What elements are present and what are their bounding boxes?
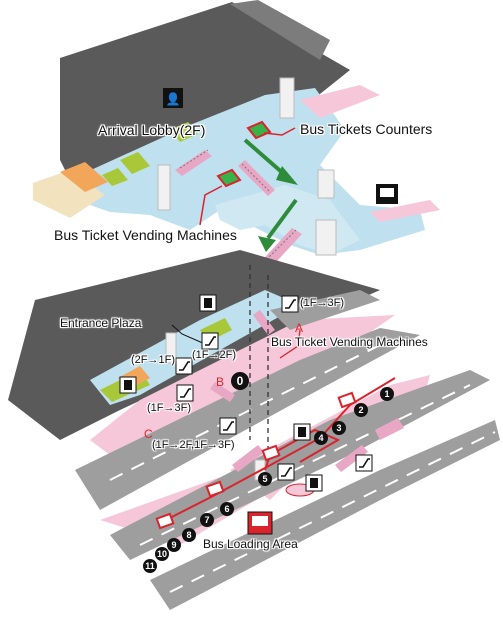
stop-6: 6 [220, 502, 234, 516]
stop-7: 7 [200, 513, 214, 527]
info-icon-glyph: 👤 [166, 92, 181, 106]
upper-escalator-right [238, 160, 275, 196]
upper-escalator-left [175, 149, 212, 176]
pillar-4 [317, 169, 335, 199]
entrance-plaza-label: Entrance Plaza [60, 316, 142, 330]
upper-counter-green [246, 120, 272, 140]
elevator-icon-4 [305, 474, 323, 492]
green-arrow-2-head [258, 236, 276, 252]
note-1f-3f-left: (1F→3F) [147, 402, 191, 414]
shop-beige [33, 170, 105, 218]
green-arrow-1-head [276, 166, 298, 185]
zone-c-label: C [144, 427, 153, 441]
lower-escalator-3 [232, 445, 264, 472]
arrival-lobby-label: Arrival Lobby(2F) [98, 122, 206, 138]
upper-pink-walkway [300, 85, 380, 118]
callout-vending-upper [199, 185, 223, 226]
note-1f-2f: (1F→2F) [192, 349, 236, 361]
elevator-icon-2 [119, 376, 137, 394]
lane-markings [109, 344, 496, 593]
bus-ticket-vending-lower-label: Bus Ticket Vending Machines [271, 335, 428, 349]
green-arrow-1 [243, 138, 287, 177]
lower-escalator-2 [253, 310, 275, 335]
green-tile-3 [102, 168, 128, 186]
road-1 [270, 290, 380, 330]
lower-pillar-1 [165, 332, 177, 364]
vending-box-1 [155, 512, 175, 530]
pillar-1 [279, 77, 295, 119]
note-1f-2f-1f-3f: (1F→2F,1F→3F) [152, 439, 235, 451]
green-arrow-2 [266, 198, 298, 240]
lower-escalator-1 [210, 382, 235, 402]
callout-counters [263, 127, 296, 136]
bus-ticket-vending-upper-label: Bus Ticket Vending Machines [54, 227, 237, 243]
lower-escalator-5 [375, 418, 404, 440]
green-tile-1 [120, 152, 150, 174]
stop-1: 1 [380, 387, 394, 401]
stop-4: 4 [314, 431, 328, 445]
upper-vending-green [216, 168, 242, 188]
road-2 [75, 328, 420, 510]
bus-icon-glyph-upper [380, 188, 394, 197]
zone-a-label: A [295, 321, 304, 335]
vending-box-4 [261, 444, 281, 462]
bus-tickets-counters-label: Bus Tickets Counters [300, 121, 433, 137]
lower-escalator-4 [335, 445, 368, 472]
stop-2: 2 [354, 403, 368, 417]
info-icon-box [163, 88, 183, 108]
vending-box-2 [205, 480, 225, 498]
escalator-pict-glyphs [179, 299, 370, 477]
note-2f-1f: (2F→1F) [131, 354, 175, 366]
stop-11: 11 [143, 559, 157, 573]
callout-vending-lower [279, 329, 301, 359]
elevator-icon-1 [199, 294, 217, 312]
bus-icon-glyph-lower [252, 516, 268, 526]
stop-3: 3 [332, 421, 346, 435]
shop-orange-upper [60, 162, 108, 192]
green-tile-2 [170, 122, 198, 142]
stop-10: 10 [155, 547, 169, 561]
upper-dark-building [60, 2, 350, 200]
route-line-main [161, 377, 396, 523]
pillar-2 [157, 164, 171, 211]
stop-9: 9 [167, 538, 181, 552]
note-1f-3f-top: (1F→3F) [300, 297, 344, 309]
vending-box-3 [337, 391, 357, 409]
stop-0: 0 [231, 372, 249, 390]
stop-5: 5 [258, 472, 272, 486]
upper-pink-walkway-right [370, 200, 440, 222]
stop-8: 8 [182, 528, 196, 542]
zone-b-label: B [216, 375, 225, 389]
callout-entrance-plaza [171, 324, 206, 345]
upper-grey-block [230, 0, 330, 60]
elevator-icon-3 [293, 423, 311, 441]
bus-loading-area-label: Bus Loading Area [203, 537, 298, 551]
pillar-3 [315, 219, 337, 256]
